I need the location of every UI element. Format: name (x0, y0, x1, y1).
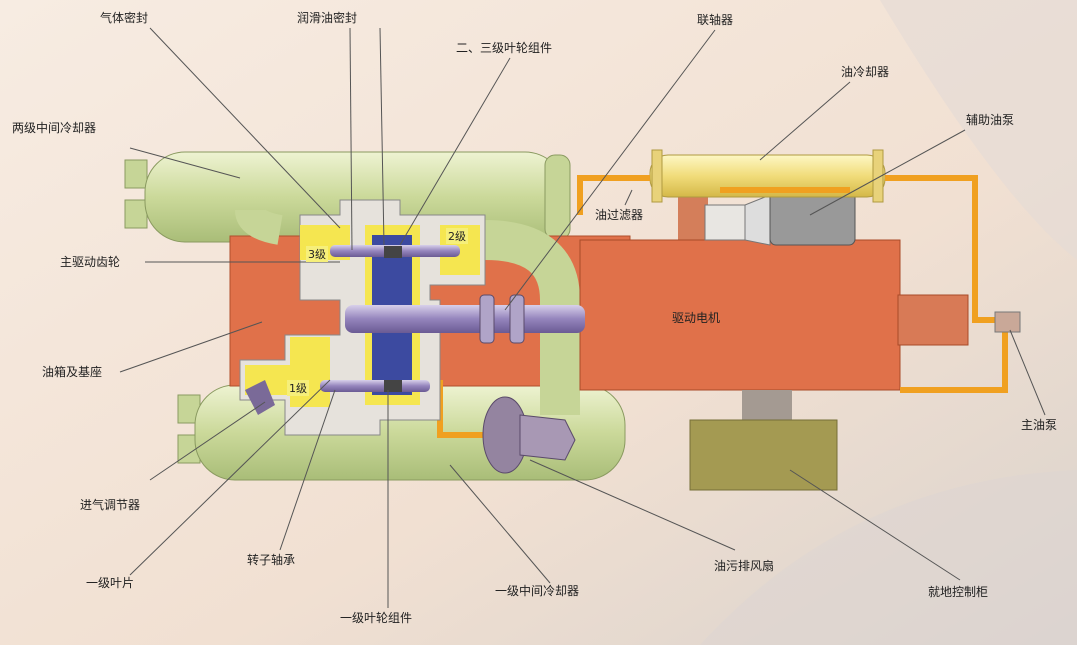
label-oil-filter: 油过滤器 (595, 208, 644, 222)
inlet-regulator (245, 380, 275, 415)
stage-2-tag: 2级 (446, 228, 468, 244)
local-control-panel (689, 419, 838, 491)
label-oil-mist-fan: 油污排风扇 (714, 559, 775, 573)
label-aux-oil-pump: 辅助油泵 (966, 113, 1015, 127)
label-main-gear: 主驱动齿轮 (60, 255, 121, 269)
main-drive-shaft (345, 305, 585, 333)
label-intercooler-2: 两级中间冷却器 (12, 121, 97, 135)
main-oil-pump (994, 311, 1021, 333)
oil-mist-fan (482, 396, 576, 474)
label-oil-seal: 润滑油密封 (297, 11, 358, 25)
label-inlet-regulator: 进气调节器 (80, 498, 141, 512)
gearbox (239, 199, 585, 436)
stage-3-tag: 3级 (306, 246, 328, 262)
aux-oil-pump (704, 189, 856, 246)
label-stage1-vane: 一级叶片 (86, 576, 135, 590)
label-impeller-1: 一级叶轮组件 (340, 611, 413, 625)
air-pipe-elbow (235, 207, 283, 245)
leader-lines (119, 27, 1046, 608)
stage-1-tag: 1级 (287, 380, 309, 396)
background-swirl (700, 470, 1077, 645)
label-impeller-23: 二、三级叶轮组件 (456, 41, 553, 55)
coupling (479, 294, 495, 344)
background-swirl (880, 0, 1077, 260)
high-speed-shaft-1 (320, 380, 430, 392)
label-local-panel: 就地控制柜 (928, 585, 989, 599)
label-rotor-bearing: 转子轴承 (247, 553, 296, 567)
label-oil-cooler: 油冷却器 (841, 65, 890, 79)
label-main-oil-pump: 主油泵 (1021, 418, 1058, 432)
oil-piping (437, 175, 1008, 438)
label-gas-seal: 气体密封 (100, 11, 149, 25)
motor-shaft-end (897, 294, 969, 346)
oil-cooler (649, 149, 886, 203)
label-motor: 驱动电机 (672, 311, 721, 325)
drive-motor (579, 239, 901, 391)
label-coupling: 联轴器 (697, 13, 734, 27)
label-oil-tank-base: 油箱及基座 (42, 365, 103, 379)
motor-foot (742, 390, 792, 420)
label-intercooler-1: 一级中间冷却器 (495, 584, 580, 598)
